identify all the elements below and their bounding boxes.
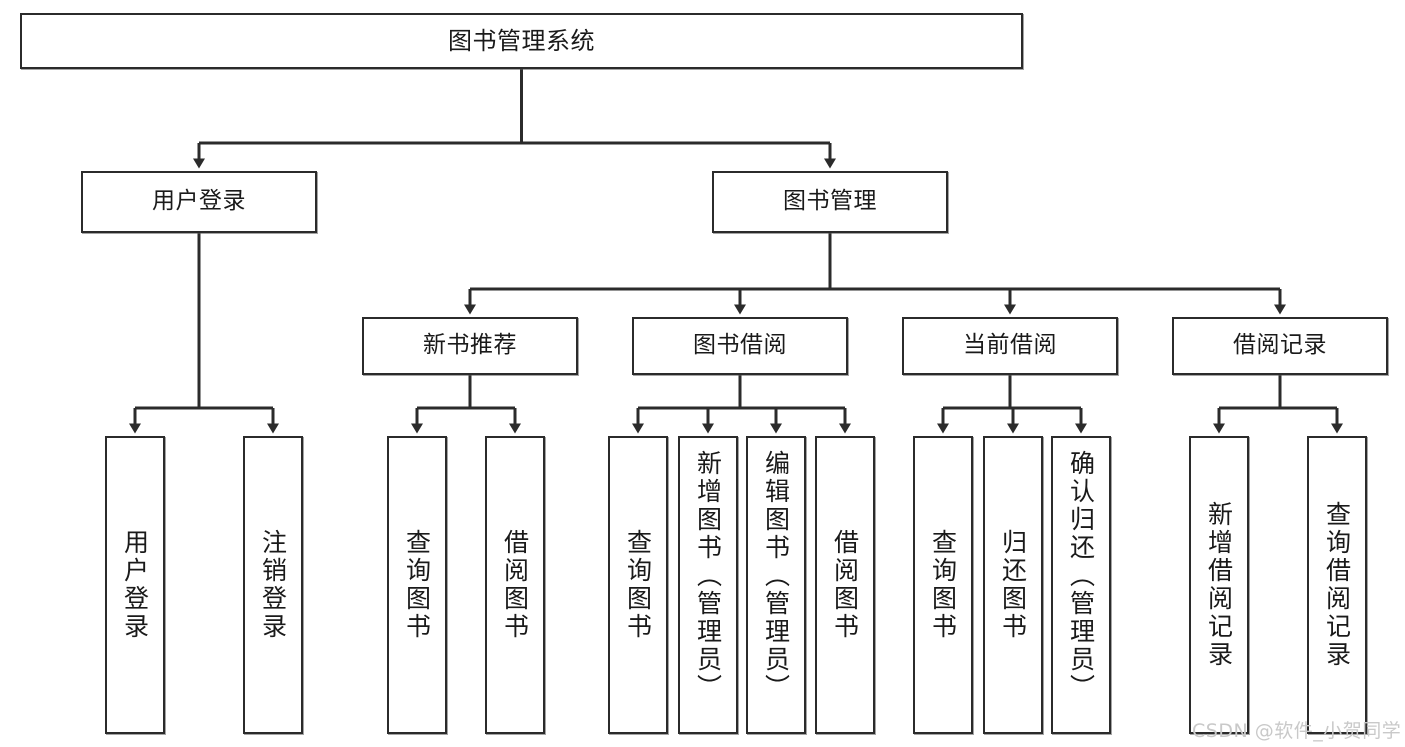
node-label: 新增借阅记录 [1204, 501, 1234, 669]
node-leaf-add-book[interactable]: 新增图书（管理员） [678, 436, 738, 734]
node-leaf-borrow-book-2[interactable]: 借阅图书 [815, 436, 875, 734]
node-label: 借阅图书 [500, 529, 530, 641]
node-label: 查询图书 [928, 529, 958, 641]
node-label: 注销登录 [258, 529, 288, 641]
node-label: 图书管理 [783, 188, 877, 215]
node-label: 当前借阅 [963, 332, 1057, 359]
node-label: 编辑图书（管理员） [761, 450, 791, 702]
node-leaf-query-book-3[interactable]: 查询图书 [913, 436, 973, 734]
node-label: 新增图书（管理员） [693, 450, 723, 702]
node-book-borrow[interactable]: 图书借阅 [632, 317, 848, 375]
node-label: 图书管理系统 [448, 26, 595, 55]
node-label: 查询图书 [623, 529, 653, 641]
node-leaf-query-record[interactable]: 查询借阅记录 [1307, 436, 1367, 734]
node-user-login[interactable]: 用户登录 [81, 171, 317, 233]
node-new-book-rec[interactable]: 新书推荐 [362, 317, 578, 375]
node-leaf-query-book-2[interactable]: 查询图书 [608, 436, 668, 734]
node-leaf-return-book[interactable]: 归还图书 [983, 436, 1043, 734]
node-label: 归还图书 [998, 529, 1028, 641]
node-label: 借阅记录 [1233, 332, 1327, 359]
node-leaf-confirm-return[interactable]: 确认归还（管理员） [1051, 436, 1111, 734]
node-leaf-edit-book[interactable]: 编辑图书（管理员） [746, 436, 806, 734]
node-book-manage[interactable]: 图书管理 [712, 171, 948, 233]
node-leaf-user-login[interactable]: 用户登录 [105, 436, 165, 734]
node-leaf-borrow-book-1[interactable]: 借阅图书 [485, 436, 545, 734]
node-leaf-query-book-1[interactable]: 查询图书 [387, 436, 447, 734]
node-label: 借阅图书 [830, 529, 860, 641]
node-label: 用户登录 [152, 188, 246, 215]
node-leaf-add-record[interactable]: 新增借阅记录 [1189, 436, 1249, 734]
node-label: 新书推荐 [423, 332, 517, 359]
node-root[interactable]: 图书管理系统 [20, 13, 1023, 69]
csdn-watermark: CSDN @软件_小贺同学 [1192, 720, 1402, 742]
node-label: 确认归还（管理员） [1066, 450, 1096, 702]
node-label: 图书借阅 [693, 332, 787, 359]
node-label: 用户登录 [120, 529, 150, 641]
node-current-borrow[interactable]: 当前借阅 [902, 317, 1118, 375]
node-leaf-logout[interactable]: 注销登录 [243, 436, 303, 734]
node-label: 查询图书 [402, 529, 432, 641]
node-label: 查询借阅记录 [1322, 501, 1352, 669]
node-borrow-record[interactable]: 借阅记录 [1172, 317, 1388, 375]
